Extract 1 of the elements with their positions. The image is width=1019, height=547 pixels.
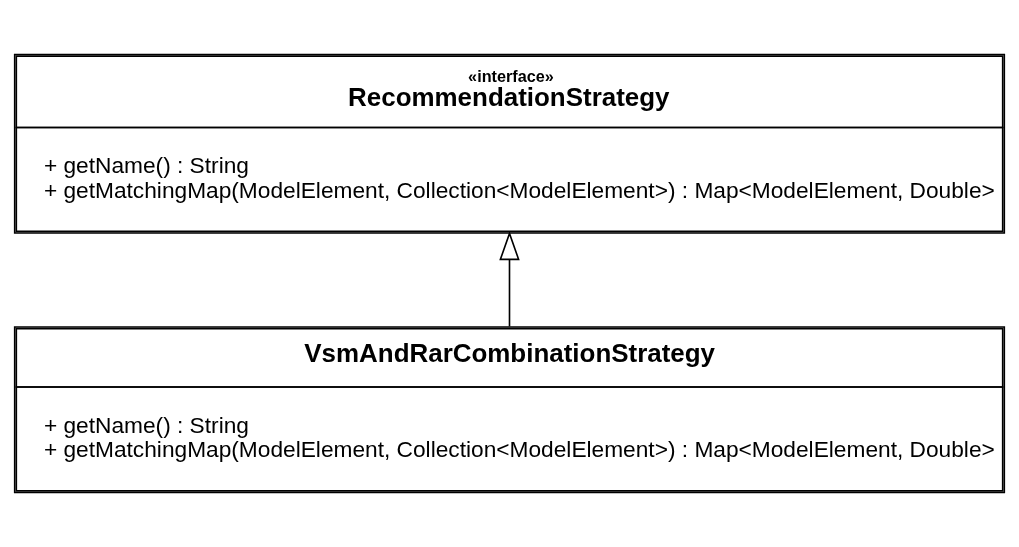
arrow xyxy=(499,230,520,328)
